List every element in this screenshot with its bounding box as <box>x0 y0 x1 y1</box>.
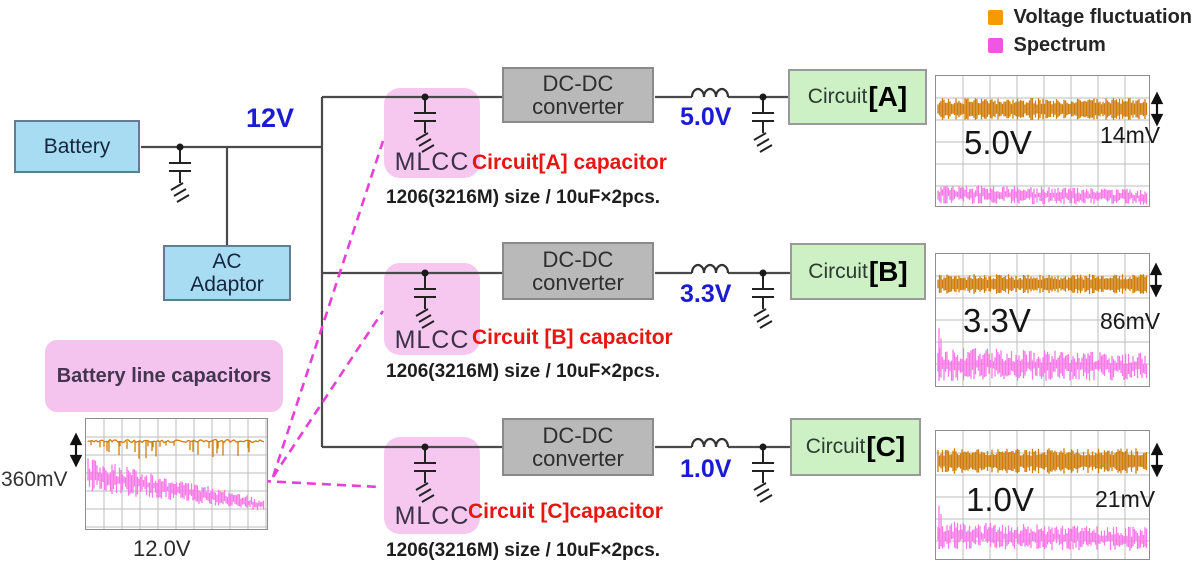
dcdc-label: DC-DCconverter <box>532 72 624 118</box>
circuit-b-box: Circuit[B] <box>790 243 926 300</box>
ac-adaptor-label: AC Adaptor <box>190 250 264 296</box>
mlcc-label-c: MLCC <box>384 502 480 569</box>
legend-label: Voltage fluctuation <box>1013 6 1192 29</box>
scope-voltage-battery: 12.0V <box>133 536 191 562</box>
bus-voltage-label: 12V <box>246 103 294 134</box>
dcdc-converter-a: DC-DCconverter <box>502 67 654 123</box>
ripple-arrow-a-icon <box>1153 94 1162 124</box>
circuit-prefix: Circuit <box>808 260 868 284</box>
ripple-value-b: 86mV <box>1100 308 1160 335</box>
ripple-arrow-b-icon <box>1152 265 1161 295</box>
legend-spectrum: Spectrum <box>988 34 1192 57</box>
circuit-a-box: Circuit[A] <box>788 69 927 125</box>
scope-voltage-c: 1.0V <box>966 481 1034 519</box>
inductor-c-icon <box>692 439 728 447</box>
circuit-c-box: Circuit[C] <box>790 418 921 476</box>
capacitor-callout-a: Circuit[A] capacitor <box>472 151 667 175</box>
legend: Voltage fluctuation Spectrum <box>988 6 1192 57</box>
inductor-a-icon <box>692 89 728 97</box>
dcdc-converter-b: DC-DCconverter <box>502 242 654 300</box>
spectrum-swatch-icon <box>988 38 1003 53</box>
battery-box: Battery <box>14 120 140 173</box>
capacitor-callout-c: Circuit [C]capacitor <box>468 500 663 524</box>
ac-adaptor-box: AC Adaptor <box>163 245 291 301</box>
dcdc-label: DC-DCconverter <box>532 424 624 470</box>
scope-voltage-a: 5.0V <box>964 124 1032 162</box>
circuit-prefix: Circuit <box>808 85 868 109</box>
dcdc-label: DC-DCconverter <box>532 248 624 294</box>
legend-label: Spectrum <box>1013 34 1105 57</box>
ripple-value-c: 21mV <box>1095 486 1155 513</box>
scope-panel-battery <box>85 418 268 530</box>
rail-voltage-a: 5.0V <box>680 103 731 132</box>
capacitor-callout-b: Circuit [B] capacitor <box>472 326 673 350</box>
dcdc-converter-c: DC-DCconverter <box>502 418 654 476</box>
output-capacitor-c-icon <box>752 450 774 502</box>
ripple-value-battery: 360mV <box>1 468 68 492</box>
output-capacitor-b-icon <box>752 276 774 328</box>
circuit-tag: [B] <box>869 256 908 288</box>
inductor-b-icon <box>692 265 728 273</box>
battery-line-capacitor-icon <box>169 150 191 202</box>
battery-label: Battery <box>44 135 111 158</box>
rail-voltage-b: 3.3V <box>680 280 731 309</box>
ripple-arrow-battery-icon <box>72 435 81 465</box>
voltage-fluctuation-swatch-icon <box>988 10 1003 25</box>
output-capacitor-a-icon <box>752 100 774 152</box>
ripple-arrow-c-icon <box>1153 445 1162 475</box>
rail-voltage-c: 1.0V <box>680 455 731 484</box>
circuit-prefix: Circuit <box>806 435 866 459</box>
ripple-value-a: 14mV <box>1100 122 1160 149</box>
legend-voltage-fluctuation: Voltage fluctuation <box>988 6 1192 29</box>
scope-voltage-b: 3.3V <box>963 302 1031 340</box>
circuit-tag: [A] <box>868 81 907 113</box>
circuit-tag: [C] <box>866 431 905 463</box>
mlcc-capacitor-a-icon <box>414 100 436 152</box>
